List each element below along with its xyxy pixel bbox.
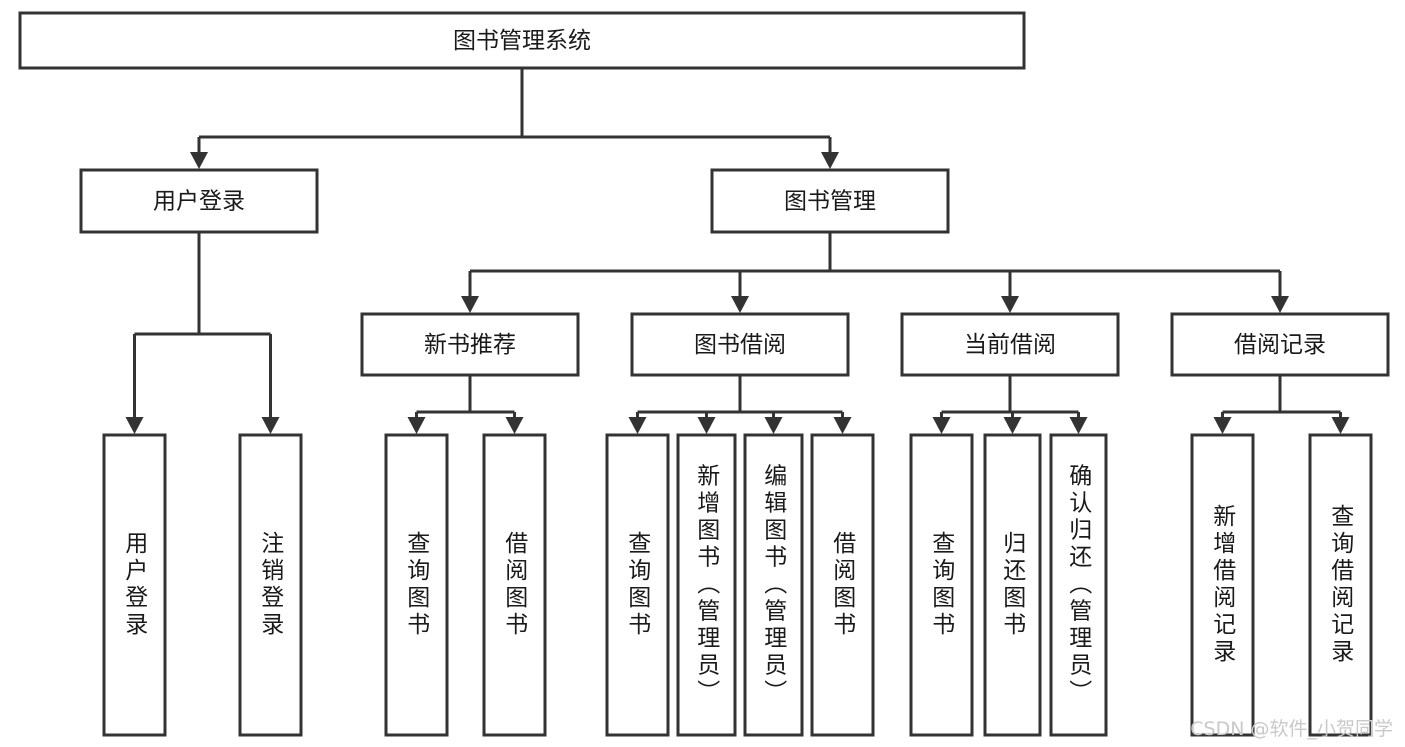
- node-book-borrow[interactable]: 图书借阅: [630, 312, 850, 377]
- arrow-head-icon: [505, 417, 524, 434]
- node-leaf-user-login-label: 用户登录: [121, 531, 149, 639]
- node-leaf-add-book-label: 新增图书（管理员）: [693, 464, 721, 707]
- arrow-head-icon: [764, 417, 783, 434]
- node-book-borrow-label: 图书借阅: [694, 332, 786, 358]
- node-leaf-borrow-book-rec[interactable]: 借阅图书: [482, 433, 547, 737]
- node-new-book-rec-box[interactable]: [360, 312, 580, 377]
- arrow-head-icon: [932, 417, 951, 434]
- node-leaf-query-book-cur-label: 查询图书: [928, 531, 956, 639]
- node-book-manage-label: 图书管理: [784, 189, 876, 215]
- node-borrow-record[interactable]: 借阅记录: [1170, 312, 1390, 377]
- arrow-head-icon: [833, 417, 852, 434]
- node-leaf-return-book-box[interactable]: [983, 433, 1042, 737]
- node-leaf-query-book-rec-label: 查询图书: [403, 531, 431, 639]
- node-leaf-confirm-return[interactable]: 确认归还（管理员）: [1049, 433, 1108, 737]
- node-root-root[interactable]: 图书管理系统: [18, 11, 1026, 70]
- arrow-head-icon: [1213, 417, 1232, 434]
- node-layer: 图书管理系统用户登录图书管理新书推荐图书借阅当前借阅借阅记录用户登录注销登录查询…: [18, 11, 1390, 737]
- arrow-head-icon: [407, 417, 426, 434]
- node-current-borrow[interactable]: 当前借阅: [900, 312, 1120, 377]
- node-leaf-logout-label: 注销登录: [257, 531, 285, 639]
- arrow-head-icon: [628, 417, 647, 434]
- node-leaf-logout-box[interactable]: [238, 433, 303, 737]
- arrow-head-icon: [190, 152, 208, 169]
- arrow-head-icon: [461, 296, 479, 313]
- node-current-borrow-box[interactable]: [900, 312, 1120, 377]
- node-leaf-borrow-book-rec-box[interactable]: [482, 433, 547, 737]
- node-book-manage-box[interactable]: [710, 168, 950, 234]
- node-leaf-add-record-box[interactable]: [1190, 433, 1255, 737]
- node-leaf-query-book-rec-box[interactable]: [384, 433, 449, 737]
- arrow-head-icon: [1331, 417, 1350, 434]
- node-current-borrow-label: 当前借阅: [964, 332, 1056, 358]
- node-leaf-return-book-label: 归还图书: [999, 531, 1027, 639]
- node-leaf-return-book[interactable]: 归还图书: [983, 433, 1042, 737]
- node-leaf-query-book-borrow[interactable]: 查询图书: [605, 433, 670, 737]
- node-leaf-query-record-label: 查询借阅记录: [1327, 504, 1355, 666]
- node-leaf-edit-book-label: 编辑图书（管理员）: [760, 464, 788, 707]
- node-leaf-add-book[interactable]: 新增图书（管理员）: [676, 433, 737, 737]
- node-leaf-user-login-box[interactable]: [102, 433, 167, 737]
- arrow-head-icon: [1001, 296, 1019, 313]
- node-new-book-rec-label: 新书推荐: [424, 332, 516, 358]
- node-leaf-confirm-return-label: 确认归还（管理员）: [1065, 464, 1093, 707]
- node-borrow-record-box[interactable]: [1170, 312, 1390, 377]
- node-root-root-box[interactable]: [18, 11, 1026, 70]
- node-leaf-query-record[interactable]: 查询借阅记录: [1308, 433, 1373, 737]
- node-leaf-add-record-label: 新增借阅记录: [1209, 504, 1237, 666]
- node-new-book-rec[interactable]: 新书推荐: [360, 312, 580, 377]
- node-user-login-label: 用户登录: [153, 189, 245, 215]
- node-leaf-confirm-return-box[interactable]: [1049, 433, 1108, 737]
- node-leaf-add-book-box[interactable]: [676, 433, 737, 737]
- node-user-login-box[interactable]: [79, 168, 319, 234]
- node-leaf-borrow-book[interactable]: 借阅图书: [810, 433, 875, 737]
- arrow-head-icon: [1271, 296, 1289, 313]
- node-leaf-query-book-cur-box[interactable]: [909, 433, 974, 737]
- node-leaf-borrow-book-label: 借阅图书: [829, 531, 857, 639]
- node-leaf-query-record-box[interactable]: [1308, 433, 1373, 737]
- node-leaf-borrow-book-box[interactable]: [810, 433, 875, 737]
- node-leaf-add-record[interactable]: 新增借阅记录: [1190, 433, 1255, 737]
- arrow-head-icon: [125, 417, 144, 434]
- arrow-head-icon: [1003, 417, 1022, 434]
- node-leaf-user-login[interactable]: 用户登录: [102, 433, 167, 737]
- node-user-login[interactable]: 用户登录: [79, 168, 319, 234]
- arrow-head-icon: [697, 417, 716, 434]
- node-leaf-logout[interactable]: 注销登录: [238, 433, 303, 737]
- node-leaf-query-book-borrow-label: 查询图书: [624, 531, 652, 639]
- node-root-root-label: 图书管理系统: [453, 28, 591, 54]
- arrow-head-icon: [1069, 417, 1088, 434]
- node-leaf-query-book-rec[interactable]: 查询图书: [384, 433, 449, 737]
- node-leaf-borrow-book-rec-label: 借阅图书: [501, 531, 529, 639]
- node-borrow-record-label: 借阅记录: [1234, 332, 1326, 358]
- arrow-head-icon: [821, 152, 839, 169]
- node-book-borrow-box[interactable]: [630, 312, 850, 377]
- node-leaf-edit-book-box[interactable]: [743, 433, 804, 737]
- node-leaf-edit-book[interactable]: 编辑图书（管理员）: [743, 433, 804, 737]
- node-leaf-query-book-cur[interactable]: 查询图书: [909, 433, 974, 737]
- node-book-manage[interactable]: 图书管理: [710, 168, 950, 234]
- arrow-head-icon: [261, 417, 280, 434]
- arrow-head-icon: [731, 296, 749, 313]
- connector-layer: [125, 68, 1350, 434]
- node-leaf-query-book-borrow-box[interactable]: [605, 433, 670, 737]
